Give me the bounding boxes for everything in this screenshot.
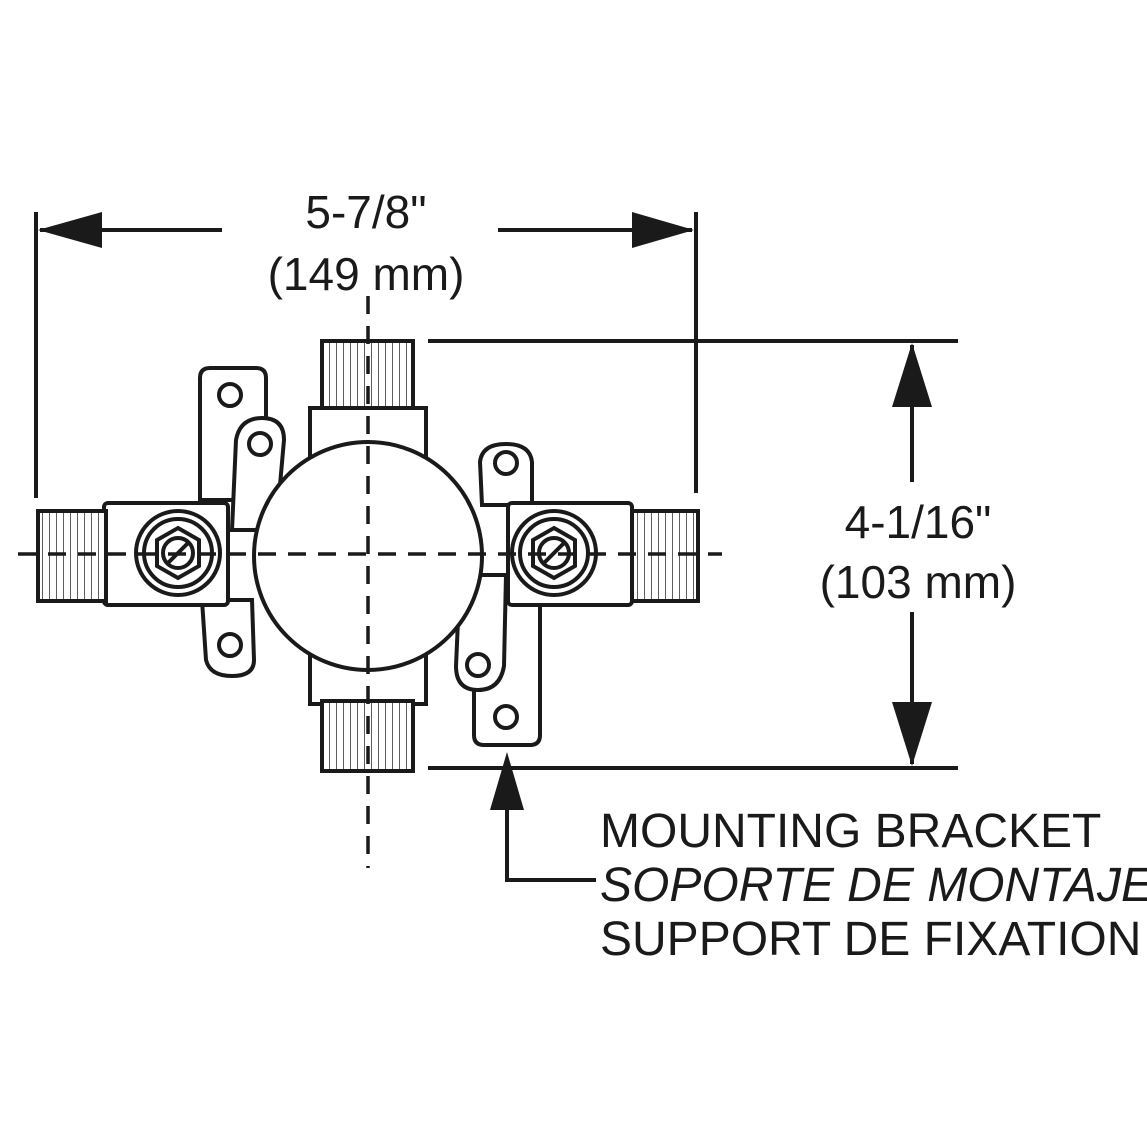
callout-arrow-icon	[490, 752, 524, 810]
height-metric-label: (103 mm)	[820, 556, 1017, 608]
height-imperial-label: 4-1/16"	[845, 496, 992, 548]
right-bracket-hole-icon	[493, 704, 519, 730]
left-arm-hole-icon	[247, 431, 273, 457]
height-arrow-up-icon	[892, 343, 932, 407]
callout-label-spanish: SOPORTE DE MONTAJE	[600, 859, 1147, 912]
valve-body	[18, 296, 722, 868]
right-screw-slot	[542, 541, 566, 565]
width-arrow-right-icon	[632, 212, 694, 248]
callout-label-french: SUPPORT DE FIXATION	[600, 913, 1141, 966]
width-imperial-label: 5-7/8"	[305, 186, 426, 238]
callout-label-english: MOUNTING BRACKET	[600, 805, 1101, 858]
right-arm-hole-icon	[465, 652, 491, 678]
callout-leader-line	[505, 805, 596, 882]
right-upper-hole-icon	[493, 450, 519, 476]
right-threaded-port	[630, 509, 700, 603]
left-lower-hole-icon	[217, 632, 243, 658]
width-arrow-left-icon	[38, 212, 102, 248]
left-bracket-hole-icon	[217, 382, 243, 408]
width-metric-label: (149 mm)	[268, 248, 465, 300]
height-arrow-down-icon	[892, 702, 932, 766]
mounting-bracket-callout: MOUNTING BRACKET SOPORTE DE MONTAJE SUPP…	[490, 752, 1147, 966]
height-dimension: 4-1/16" (103 mm)	[428, 339, 1017, 770]
width-dimension: 5-7/8" (149 mm)	[34, 186, 698, 498]
left-threaded-port	[36, 509, 108, 603]
